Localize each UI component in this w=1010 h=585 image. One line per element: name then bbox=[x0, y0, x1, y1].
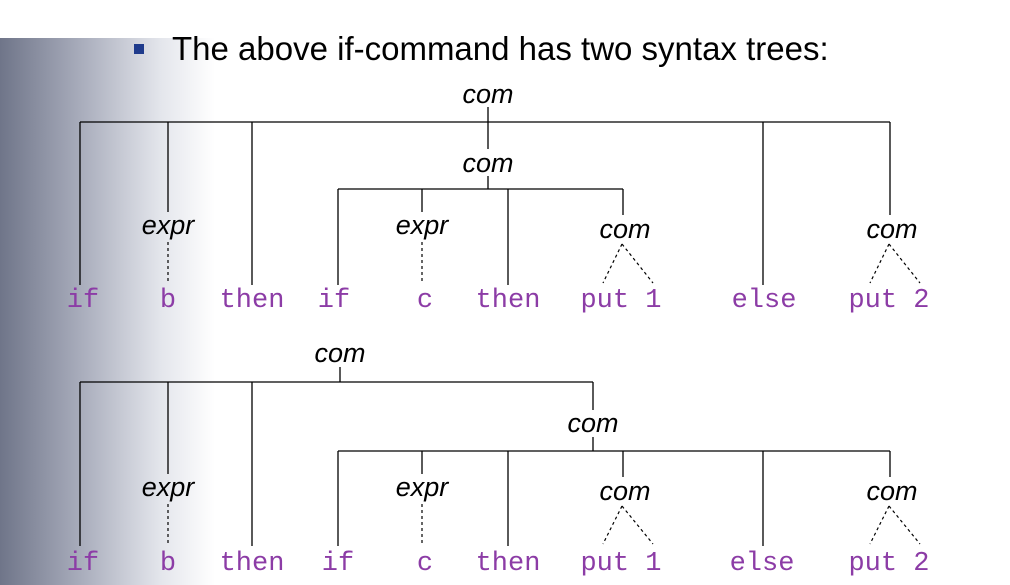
tree1-token-b: b bbox=[160, 286, 176, 316]
side-gradient-bar bbox=[0, 38, 215, 585]
tree2-inner-com: com bbox=[567, 408, 618, 438]
tree2-com-put2: com bbox=[866, 476, 917, 506]
tree2-token-put1: put 1 bbox=[580, 549, 661, 579]
tree1-expr-b: expr bbox=[142, 210, 196, 240]
tree1-inner-com: com bbox=[462, 148, 513, 178]
tree2-expr-c: expr bbox=[396, 472, 450, 502]
tree2-expr-b: expr bbox=[142, 472, 196, 502]
tree1-token-if: if bbox=[67, 286, 99, 316]
tree2-token-then-inner: then bbox=[476, 549, 541, 579]
tree2-com-put1: com bbox=[599, 476, 650, 506]
tree2-token-if-inner: if bbox=[322, 549, 354, 579]
tree2-token-put2: put 2 bbox=[848, 549, 929, 579]
tree1-com-put2: com bbox=[866, 214, 917, 244]
tree1-token-then: then bbox=[220, 286, 285, 316]
tree1-token-c: c bbox=[417, 286, 433, 316]
tree1-token-else: else bbox=[732, 286, 797, 316]
tree2-token-c: c bbox=[417, 549, 433, 579]
tree2-token-then: then bbox=[220, 549, 285, 579]
tree2-token-if: if bbox=[67, 549, 99, 579]
tree1-token-put1: put 1 bbox=[580, 286, 661, 316]
tree1-com-put1: com bbox=[599, 214, 650, 244]
tree1-token-then-inner: then bbox=[476, 286, 541, 316]
tree1-expr-c: expr bbox=[396, 210, 450, 240]
bullet-square-icon bbox=[134, 44, 144, 54]
syntax-tree-1: com com expr expr com com if b then bbox=[67, 79, 930, 316]
tree1-token-if-inner: if bbox=[318, 286, 350, 316]
tree2-token-b: b bbox=[160, 549, 176, 579]
tree1-root-com: com bbox=[462, 79, 513, 109]
tree2-root-com: com bbox=[314, 338, 365, 368]
tree1-token-put2: put 2 bbox=[848, 286, 929, 316]
syntax-tree-2: com com expr expr com com if b then bbox=[67, 338, 930, 579]
slide-heading: The above if-command has two syntax tree… bbox=[172, 30, 829, 67]
tree2-token-else: else bbox=[730, 549, 795, 579]
